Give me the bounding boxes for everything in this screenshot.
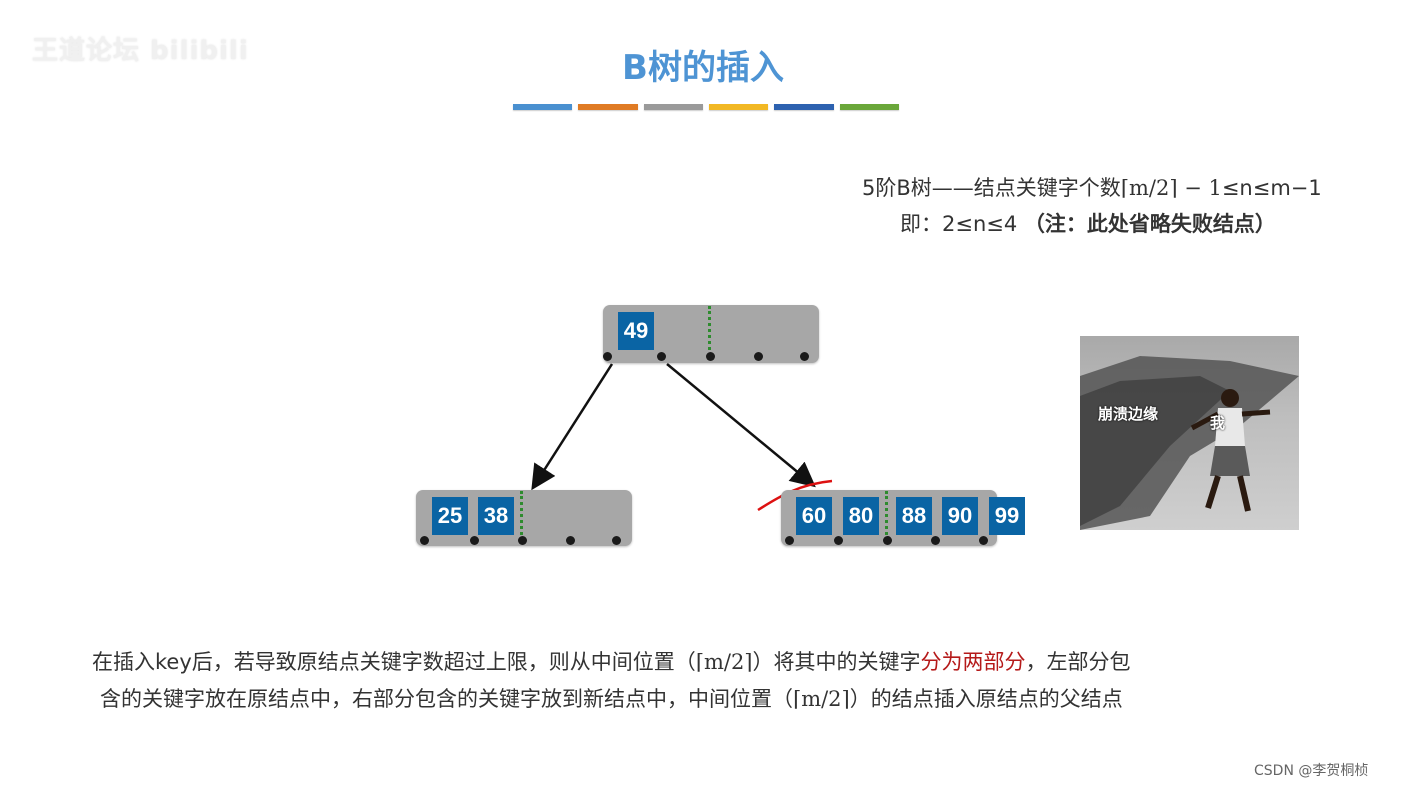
- right-pointer-0: [785, 536, 794, 545]
- explanation-1a: 在插入key后，若导致原结点关键字数超过上限，则从中间位置（: [92, 650, 696, 674]
- rule-line-2: 即：2≤n≤4 （注：此处省略失败结点）: [900, 208, 1276, 238]
- root-pointer-3: [754, 352, 763, 361]
- title-color-stripes: [513, 104, 899, 112]
- rule-line-2-prefix: 即：2≤n≤4: [900, 212, 1024, 236]
- right-pointer-4: [979, 536, 988, 545]
- left-pointer-4: [612, 536, 621, 545]
- stripe-dark-blue: [774, 104, 834, 110]
- left-pointer-1: [470, 536, 479, 545]
- explanation-line-2: 含的关键字放在原结点中，右部分包含的关键字放到新结点中，中间位置（⌈m/2⌉）的…: [100, 683, 1123, 713]
- explanation-1b: ）将其中的关键字: [752, 650, 921, 674]
- right-key-80: 80: [843, 497, 879, 535]
- left-key-38: 38: [478, 497, 514, 535]
- rule-line-1-prefix: 5阶B树——结点关键字个数: [862, 176, 1121, 200]
- stripe-green: [839, 104, 899, 110]
- stripe-gray: [643, 104, 703, 110]
- meme-label-edge: 崩溃边缘: [1098, 405, 1159, 423]
- rule-line-1: 5阶B树——结点关键字个数⌈m/2⌉ − 1≤n≤m−1: [862, 172, 1322, 202]
- edge-root-to-right: [666, 363, 816, 488]
- root-pointer-2: [706, 352, 715, 361]
- right-key-60: 60: [796, 497, 832, 535]
- right-pointer-1: [834, 536, 843, 545]
- meme-image: 崩溃边缘 我: [1080, 336, 1299, 530]
- meme-label-me: 我: [1210, 414, 1226, 432]
- slide-title: B树的插入: [622, 48, 784, 88]
- root-pointer-0: [603, 352, 612, 361]
- rule-note: （注：此处省略失败结点）: [1023, 212, 1276, 236]
- root-pointer-4: [800, 352, 809, 361]
- right-key-90: 90: [942, 497, 978, 535]
- explanation-formula-2: ⌈m/2⌉: [793, 687, 850, 711]
- rule-line-1-suffix: ≤n≤m−1: [1221, 176, 1322, 200]
- rule-formula: ⌈m/2⌉ − 1: [1120, 176, 1222, 200]
- left-pointer-3: [566, 536, 575, 545]
- stripe-blue: [513, 104, 573, 110]
- right-pointer-2: [883, 536, 892, 545]
- left-pointer-0: [420, 536, 429, 545]
- watermark-logo: 王道论坛 bilibili: [32, 36, 249, 66]
- root-key-49: 49: [618, 312, 654, 350]
- right-pointer-3: [931, 536, 940, 545]
- stripe-orange: [578, 104, 638, 110]
- csdn-credit: CSDN @李贺桐桢: [1254, 763, 1369, 779]
- explanation-2a: 含的关键字放在原结点中，右部分包含的关键字放到新结点中，中间位置（: [100, 687, 793, 711]
- right-key-88: 88: [896, 497, 932, 535]
- meme-illustration: [1080, 356, 1299, 530]
- root-split-line: [708, 306, 711, 350]
- explanation-2b: ）的结点插入原结点的父结点: [849, 687, 1123, 711]
- left-split-line: [520, 491, 523, 535]
- root-pointer-1: [657, 352, 666, 361]
- explanation-1c: ，左部分包: [1025, 650, 1131, 674]
- explanation-formula-1: ⌈m/2⌉: [695, 650, 753, 674]
- explanation-line-1: 在插入key后，若导致原结点关键字数超过上限，则从中间位置（⌈m/2⌉）将其中的…: [92, 646, 1131, 676]
- edge-root-to-left: [531, 363, 614, 491]
- left-pointer-2: [518, 536, 527, 545]
- explanation-highlight: 分为两部分: [920, 650, 1026, 674]
- stripe-yellow: [708, 104, 769, 110]
- left-key-25: 25: [432, 497, 468, 535]
- overflow-key-99: 99: [989, 497, 1025, 535]
- right-split-line: [885, 491, 888, 535]
